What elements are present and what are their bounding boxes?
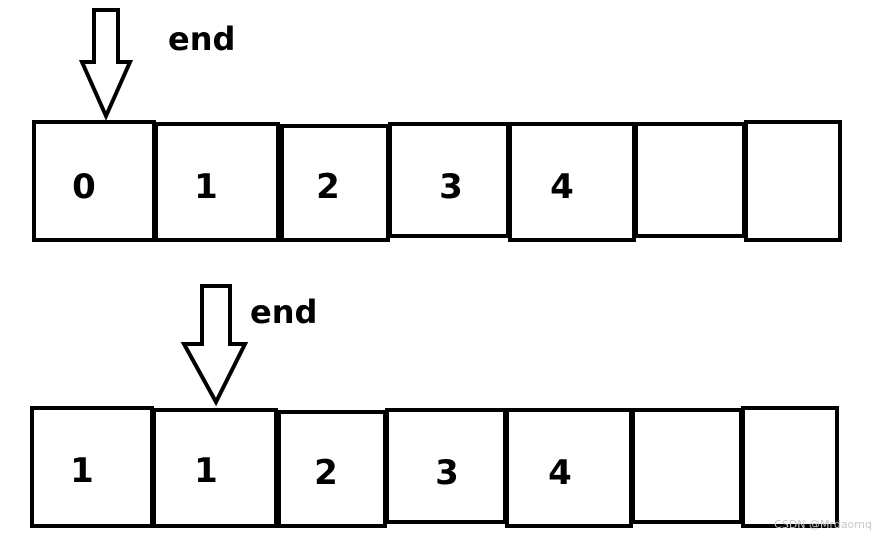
array-1-cell-1: 1	[154, 122, 280, 242]
array-2-cell-2: 2	[277, 410, 387, 528]
array-2-cell-3-value: 3	[435, 453, 459, 493]
array-2: 1 1 2 3 4	[30, 406, 839, 528]
pointer-2: end	[180, 284, 317, 407]
array-1-cell-3: 3	[388, 122, 510, 238]
down-arrow-icon	[180, 284, 249, 407]
pointer-label-2: end	[250, 293, 317, 331]
watermark: CSDN @Mrdaomq	[774, 518, 872, 531]
array-2-cell-6	[741, 406, 839, 528]
array-1-cell-4-value: 4	[550, 167, 574, 207]
array-2-cell-4-value: 4	[548, 453, 572, 493]
array-1-cell-3-value: 3	[439, 167, 463, 207]
array-2-cell-5	[631, 408, 743, 524]
array-1-cell-0: 0	[32, 120, 156, 242]
array-1-cell-5	[634, 122, 746, 238]
array-1-cell-6	[744, 120, 842, 242]
array-2-cell-3: 3	[385, 408, 507, 524]
array-1-cell-2-value: 2	[316, 167, 340, 207]
array-2-cell-1-value: 1	[194, 451, 218, 491]
array-1-cell-4: 4	[508, 122, 636, 242]
array-1-cell-0-value: 0	[72, 167, 96, 207]
array-1: 0 1 2 3 4	[32, 120, 842, 242]
array-2-cell-0: 1	[30, 406, 154, 528]
down-arrow-icon	[78, 8, 134, 121]
array-2-cell-4: 4	[505, 408, 633, 528]
array-2-cell-2-value: 2	[314, 453, 338, 493]
pointer-1: end	[78, 8, 235, 121]
array-2-cell-1: 1	[152, 408, 278, 528]
array-1-cell-2: 2	[280, 124, 390, 242]
array-2-cell-0-value: 1	[70, 451, 94, 491]
pointer-label-1: end	[168, 20, 235, 58]
array-1-cell-1-value: 1	[194, 167, 218, 207]
